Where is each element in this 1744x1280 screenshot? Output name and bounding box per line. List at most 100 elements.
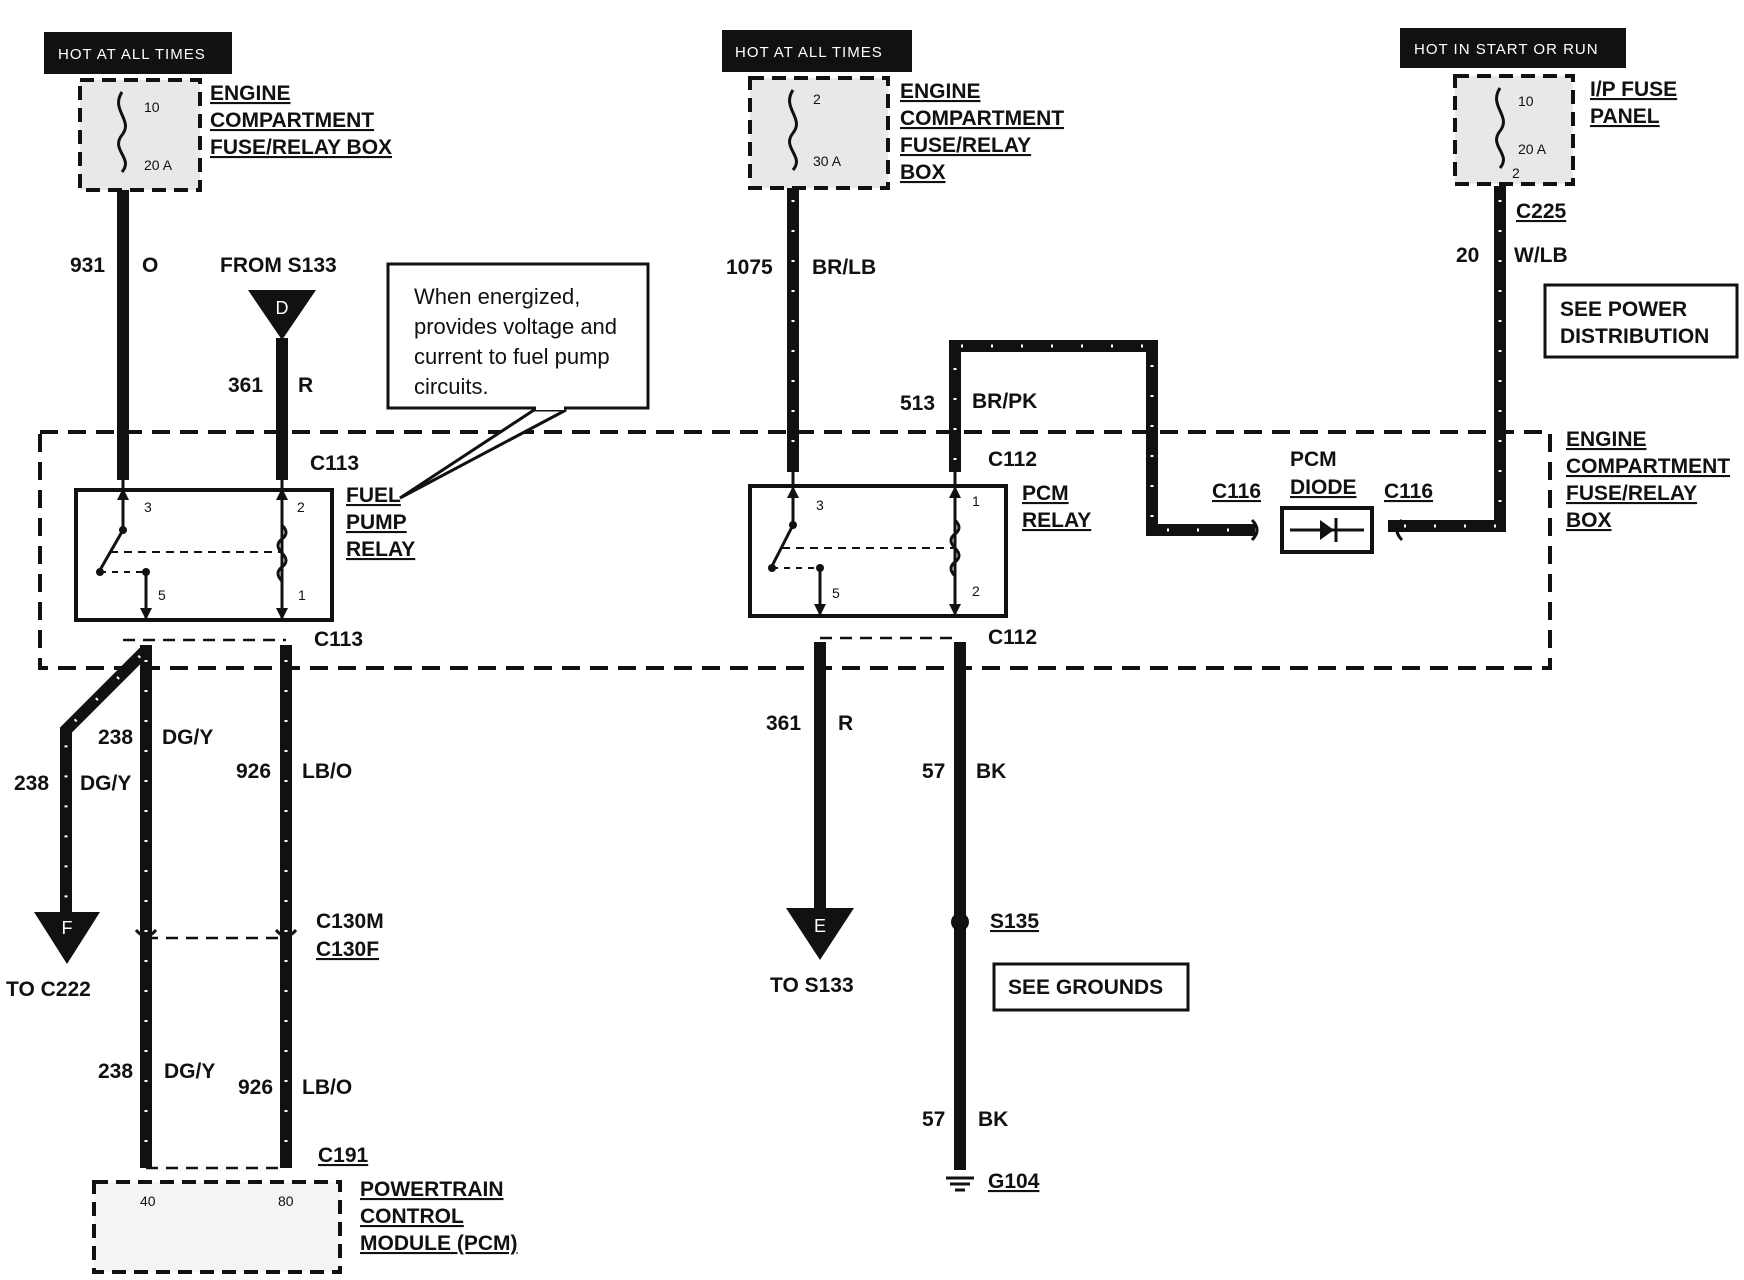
svg-text:ENGINE: ENGINE	[210, 82, 291, 105]
pcm-diode-label: PCM DIODE	[1290, 448, 1357, 499]
connector-c112-bottom: C112	[988, 626, 1037, 649]
svg-text:I/P FUSE: I/P FUSE	[1590, 78, 1677, 101]
wire-57-b-num: 57	[922, 1108, 945, 1131]
svg-text:10: 10	[1518, 93, 1534, 109]
connector-c113-bottom: C113	[314, 628, 363, 651]
header-hot-at-all-times-1: HOT AT ALL TIMES	[44, 32, 232, 74]
wire-361-bottom-num: 361	[766, 712, 801, 735]
arrow-f: F	[34, 912, 100, 964]
wire-931-color: O	[142, 254, 158, 277]
wire-513	[949, 340, 1255, 536]
svg-text:5: 5	[158, 587, 166, 603]
svg-text:1: 1	[972, 493, 980, 509]
wire-238-c-num: 238	[98, 1060, 133, 1083]
wire-20	[1388, 186, 1506, 532]
svg-text:5: 5	[832, 585, 840, 601]
svg-text:provides voltage and: provides voltage and	[414, 314, 617, 339]
svg-text:FUSE/RELAY BOX: FUSE/RELAY BOX	[210, 136, 392, 159]
from-s133-label: FROM S133	[220, 254, 337, 277]
svg-text:HOT IN START OR RUN: HOT IN START OR RUN	[1414, 41, 1599, 58]
see-power-distribution-box[interactable]: SEE POWER DISTRIBUTION	[1543, 283, 1739, 359]
svg-text:DISTRIBUTION: DISTRIBUTION	[1560, 325, 1709, 348]
svg-text:80: 80	[278, 1193, 294, 1209]
svg-text:CONTROL: CONTROL	[360, 1205, 464, 1228]
wire-931-num: 931	[70, 254, 105, 277]
fuse-2: 2 30 A	[748, 76, 890, 190]
wire-361-top-num: 361	[228, 374, 263, 397]
pcm-relay-label: PCM RELAY	[1022, 482, 1091, 532]
svg-text:PUMP: PUMP	[346, 511, 407, 534]
svg-text:FUEL: FUEL	[346, 484, 401, 507]
svg-text:30 A: 30 A	[813, 153, 842, 169]
svg-text:HOT AT ALL TIMES: HOT AT ALL TIMES	[735, 44, 883, 61]
splice-s135-label: S135	[990, 910, 1039, 933]
arrow-e: E	[786, 908, 854, 960]
svg-text:ENGINE: ENGINE	[1566, 428, 1647, 451]
svg-text:2: 2	[1512, 165, 1520, 181]
svg-text:40: 40	[140, 1193, 156, 1209]
fuse-1-label: ENGINE COMPARTMENT FUSE/RELAY BOX	[210, 82, 392, 159]
svg-text:E: E	[814, 916, 826, 936]
svg-text:POWERTRAIN: POWERTRAIN	[360, 1178, 504, 1201]
svg-text:DIODE: DIODE	[1290, 476, 1357, 499]
svg-text:10: 10	[144, 99, 160, 115]
svg-text:3: 3	[816, 497, 824, 513]
svg-text:ENGINE: ENGINE	[900, 80, 981, 103]
svg-text:PCM: PCM	[1022, 482, 1069, 505]
wire-238-a-color: DG/Y	[162, 726, 213, 749]
wire-238-branch	[60, 645, 151, 918]
wire-513-num: 513	[900, 392, 935, 415]
svg-text:SEE POWER: SEE POWER	[1560, 298, 1687, 321]
to-c222-label: TO C222	[6, 978, 91, 1001]
header-hot-at-all-times-2: HOT AT ALL TIMES	[722, 30, 912, 72]
callout-note: When energized, provides voltage and cur…	[386, 262, 650, 500]
connector-c113-top: C113	[310, 452, 359, 475]
svg-text:20 A: 20 A	[144, 157, 173, 173]
fuse-3: 10 20 A 2	[1453, 74, 1575, 186]
svg-text:BOX: BOX	[1566, 509, 1612, 532]
arrow-d: D	[248, 290, 316, 340]
engine-compartment-label: ENGINE COMPARTMENT FUSE/RELAY BOX	[1566, 428, 1730, 532]
wire-20-color: W/LB	[1514, 244, 1568, 267]
svg-text:FUSE/RELAY: FUSE/RELAY	[1566, 482, 1697, 505]
svg-text:3: 3	[144, 499, 152, 515]
svg-text:RELAY: RELAY	[1022, 509, 1091, 532]
pcm-relay: 3 1 5 2	[748, 472, 1008, 618]
engine-compartment-box	[38, 430, 1552, 670]
svg-text:2: 2	[972, 583, 980, 599]
wire-926-a-num: 926	[236, 760, 271, 783]
wire-1075-color: BR/LB	[812, 256, 876, 279]
connector-c130f: C130F	[316, 938, 379, 961]
svg-text:20 A: 20 A	[1518, 141, 1547, 157]
splice-s135	[951, 913, 969, 931]
connector-c112-top: C112	[988, 448, 1037, 471]
wire-20-num: 20	[1456, 244, 1479, 267]
see-grounds-box[interactable]: SEE GROUNDS	[992, 962, 1190, 1012]
svg-text:F: F	[62, 918, 73, 938]
connector-c130m: C130M	[316, 910, 384, 933]
header-hot-in-start-or-run: HOT IN START OR RUN	[1400, 28, 1626, 68]
wire-57-b-color: BK	[978, 1108, 1008, 1131]
svg-text:circuits.: circuits.	[414, 374, 489, 399]
svg-text:current to fuel pump: current to fuel pump	[414, 344, 610, 369]
wire-238-a-num: 238	[98, 726, 133, 749]
svg-text:PCM: PCM	[1290, 448, 1337, 471]
fuel-pump-relay-label: FUEL PUMP RELAY	[346, 484, 415, 561]
pcm-diode	[1250, 506, 1404, 554]
svg-text:HOT AT ALL TIMES: HOT AT ALL TIMES	[58, 46, 206, 63]
svg-text:1: 1	[298, 587, 306, 603]
svg-text:2: 2	[297, 499, 305, 515]
fuse-1: 10 20 A	[78, 78, 202, 192]
svg-text:RELAY: RELAY	[346, 538, 415, 561]
svg-text:FUSE/RELAY: FUSE/RELAY	[900, 134, 1031, 157]
ground-g104-label: G104	[988, 1170, 1040, 1193]
fuse-2-label: ENGINE COMPARTMENT FUSE/RELAY BOX	[900, 80, 1064, 184]
connector-c116-left: C116	[1212, 480, 1261, 503]
wire-361-bottom-color: R	[838, 712, 853, 735]
svg-text:2: 2	[813, 91, 821, 107]
svg-text:When energized,: When energized,	[414, 284, 580, 309]
fuse-3-label: I/P FUSE PANEL	[1590, 78, 1677, 128]
fuel-pump-relay: 3 2 5 1	[74, 480, 334, 622]
pcm-module-label: POWERTRAIN CONTROL MODULE (PCM)	[360, 1178, 517, 1255]
